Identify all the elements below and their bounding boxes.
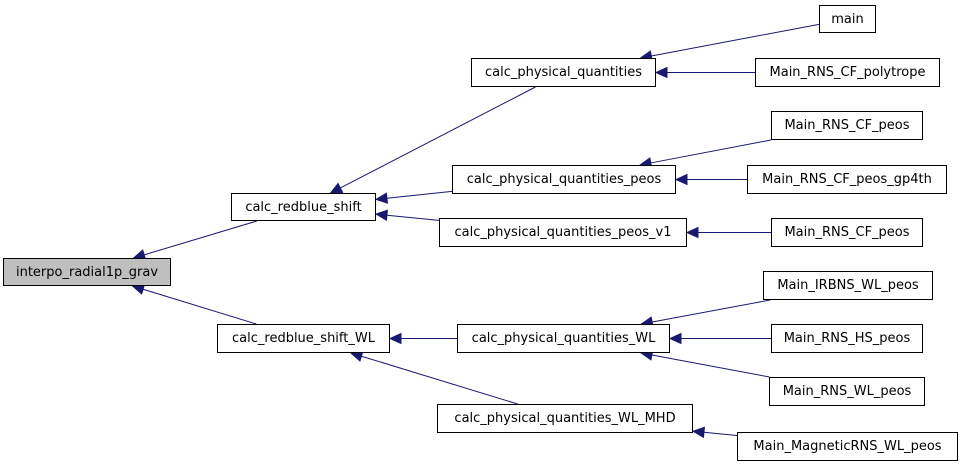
edge-Main_IRBNS_WL_peos-to-calc_physical_quantities_WL bbox=[652, 299, 771, 323]
edge-calc_physical_quantities_peos_v1-to-calc_redblue_shift bbox=[386, 214, 440, 221]
edge-calc_physical_quantities-to-calc_redblue_shift bbox=[340, 86, 536, 189]
arrowhead-calc_physical_quantities-to-calc_redblue_shift bbox=[329, 182, 344, 194]
edge-calc_redblue_shift_WL-to-interpo_radial1p_grav bbox=[142, 288, 257, 325]
edge-main-to-calc_physical_quantities bbox=[651, 23, 820, 57]
edge-calc_physical_quantities_peos-to-calc_redblue_shift bbox=[386, 190, 453, 199]
arrowhead-Main_RNS_CF_polytrope-to-calc_physical_quantities bbox=[654, 66, 668, 79]
node-main-rns-cf-peos[interactable]: Main_RNS_CF_peos bbox=[771, 111, 923, 140]
edge-calc_redblue_shift-to-interpo_radial1p_grav bbox=[144, 220, 258, 256]
node-calc-physical-quantities-peos-v1[interactable]: calc_physical_quantities_peos_v1 bbox=[439, 218, 687, 247]
arrowhead-calc_physical_quantities_peos-to-calc_redblue_shift bbox=[374, 192, 389, 204]
node-main-rns-cf-peos-gp4th[interactable]: Main_RNS_CF_peos_gp4th bbox=[747, 165, 947, 194]
node-calc-physical-quantities-peos[interactable]: calc_physical_quantities_peos bbox=[452, 165, 676, 194]
edge-Main_MagneticRNS_WL_peos-to-calc_physical_quantities_WL_MHD bbox=[703, 431, 738, 437]
arrowhead-calc_physical_quantities_peos_v1-to-calc_redblue_shift bbox=[374, 209, 389, 221]
node-main[interactable]: main bbox=[819, 5, 876, 33]
arrowhead-Main_MagneticRNS_WL_peos-to-calc_physical_quantities_WL_MHD bbox=[691, 426, 706, 439]
arrowhead-calc_physical_quantities_WL-to-calc_redblue_shift_WL bbox=[388, 332, 402, 345]
arrowhead-Main_RNS_HS_peos-to-calc_physical_quantities_WL bbox=[668, 332, 682, 345]
node-interpo-radial1p-grav[interactable]: interpo_radial1p_grav bbox=[3, 258, 171, 286]
node-main-rns-cf-peos-2[interactable]: Main_RNS_CF_peos bbox=[771, 218, 923, 247]
edge-Main_RNS_CF_peos-to-calc_physical_quantities_peos bbox=[650, 139, 772, 164]
node-main-irbns-wl-peos[interactable]: Main_IRBNS_WL_peos bbox=[763, 271, 933, 300]
node-main-rns-hs-peos[interactable]: Main_RNS_HS_peos bbox=[771, 324, 923, 353]
arrowhead-Main_RNS_CF_peos_2-to-calc_physical_quantities_peos_v1 bbox=[685, 226, 699, 239]
node-calc-redblue-shift-wl[interactable]: calc_redblue_shift_WL bbox=[217, 324, 390, 353]
edge-calc_physical_quantities_WL_MHD-to-calc_redblue_shift_WL bbox=[361, 355, 518, 405]
node-main-rns-cf-polytrope[interactable]: Main_RNS_CF_polytrope bbox=[755, 58, 940, 87]
node-calc-physical-quantities-wl[interactable]: calc_physical_quantities_WL bbox=[457, 324, 670, 353]
arrowhead-Main_RNS_CF_peos_gp4th-to-calc_physical_quantities_peos bbox=[674, 173, 688, 186]
node-calc-redblue-shift[interactable]: calc_redblue_shift bbox=[231, 193, 376, 221]
node-main-magneticrns-wl-peos[interactable]: Main_MagneticRNS_WL_peos bbox=[737, 432, 958, 461]
node-calc-physical-quantities[interactable]: calc_physical_quantities bbox=[471, 58, 656, 87]
node-calc-physical-quantities-wl-mhd[interactable]: calc_physical_quantities_WL_MHD bbox=[437, 404, 693, 433]
node-main-rns-wl-peos[interactable]: Main_RNS_WL_peos bbox=[769, 377, 925, 406]
edge-Main_RNS_WL_peos-to-calc_physical_quantities_WL bbox=[651, 354, 770, 378]
